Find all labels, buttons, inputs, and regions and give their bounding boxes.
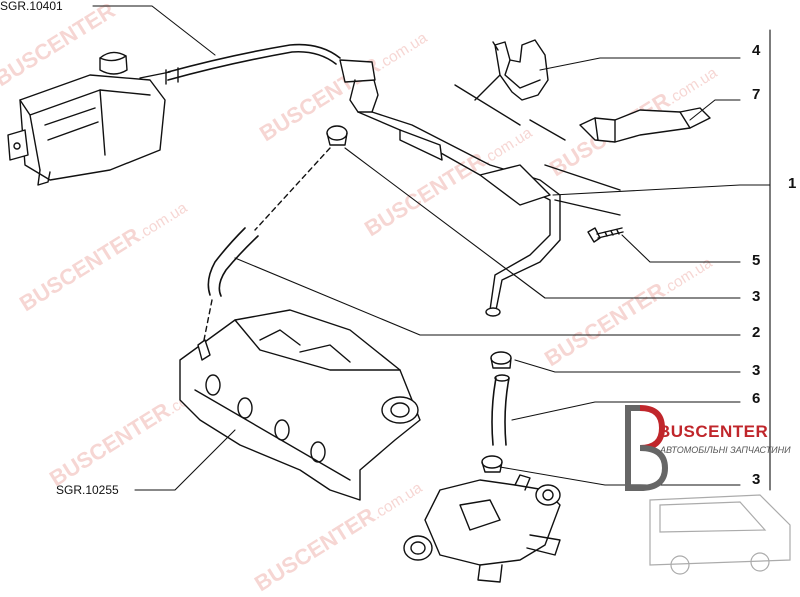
bleed-line	[254, 147, 331, 231]
part-7-clip	[579, 107, 711, 143]
reference-label-top: SGR.10401	[0, 0, 63, 13]
upper-hose	[165, 43, 341, 85]
hose-6	[491, 374, 510, 446]
callout-2: 2	[752, 324, 761, 341]
clamp-3-lower	[481, 455, 503, 473]
callout-3-lower: 3	[752, 471, 761, 488]
expansion-tank	[7, 51, 171, 186]
small-hose	[207, 227, 259, 297]
bus-image	[649, 494, 791, 575]
intake-manifold	[179, 309, 421, 501]
reference-label-bottom: SGR.10255	[56, 483, 119, 497]
callout-6: 6	[752, 390, 761, 407]
clamp-3-middle	[490, 351, 512, 369]
thermostat-housing	[403, 474, 561, 583]
buscenter-logo	[625, 405, 669, 491]
part-5-bolt	[587, 227, 624, 243]
metal-pipe-assembly	[339, 59, 621, 317]
callout-3-upper: 3	[752, 288, 761, 305]
leader-lines	[92, 5, 771, 491]
callout-3-middle: 3	[752, 362, 761, 379]
callout-7: 7	[752, 86, 761, 103]
part-4-bracket	[492, 39, 549, 101]
clamp-3-upper	[326, 125, 348, 146]
callout-1: 1	[788, 175, 797, 192]
logo-subtitle: АВТОМОБІЛЬНІ ЗАПЧАСТИНИ	[660, 445, 791, 455]
logo-title: BUSCENTER	[658, 422, 769, 441]
bleed-line-lower	[202, 299, 213, 346]
callout-4: 4	[752, 42, 761, 59]
callout-5: 5	[752, 252, 761, 269]
